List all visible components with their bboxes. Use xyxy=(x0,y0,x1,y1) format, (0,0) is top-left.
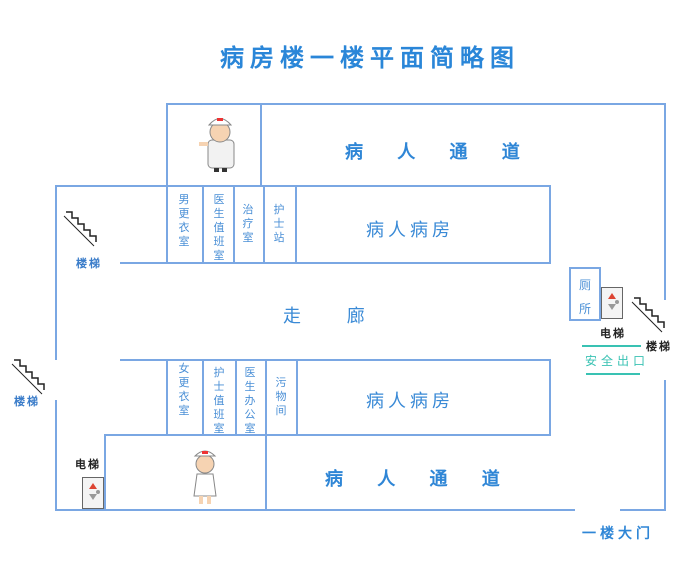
stairs-right-label: 楼梯 xyxy=(646,340,672,353)
nurse-duty-room: 护士值班室 xyxy=(213,366,225,435)
doctor-office: 医生办公室 xyxy=(244,366,256,435)
ward-top: 病人病房 xyxy=(366,220,454,241)
elevator-icon xyxy=(82,477,104,509)
patient-passage-bottom: 病 人 通 道 xyxy=(325,469,514,490)
bottom-outer-wall xyxy=(55,400,575,511)
dirty-room: 污物间 xyxy=(275,376,287,417)
stairs-icon xyxy=(11,359,45,395)
elevator-left-label: 电梯 xyxy=(75,458,101,471)
doctor-icon xyxy=(199,118,235,172)
stairs-upper-left-label: 楼梯 xyxy=(76,257,102,270)
stairs-left-label: 楼梯 xyxy=(14,395,40,408)
lower-block-wall xyxy=(104,359,551,510)
right-outer-wall xyxy=(620,380,666,511)
stairs-icon xyxy=(63,211,97,247)
toilet-label: 厕所 xyxy=(578,278,591,316)
elevator-icon xyxy=(601,287,623,319)
doctor-duty-room: 医生值班室 xyxy=(213,193,225,262)
toilet-box xyxy=(569,267,601,321)
treatment-room: 治疗室 xyxy=(242,203,254,244)
ward-bottom: 病人病房 xyxy=(366,391,454,412)
nurse-station: 护士站 xyxy=(273,203,285,244)
safety-exit-label: 安全出口 xyxy=(585,354,650,368)
page-title: 病房楼一楼平面简略图 xyxy=(220,43,520,72)
nurse-icon xyxy=(193,450,217,504)
upper-block-wall xyxy=(55,185,551,360)
patient-passage-top: 病 人 通 道 xyxy=(345,142,534,163)
male-locker-room: 男更衣室 xyxy=(178,193,190,248)
main-gate-label: 一楼大门 xyxy=(582,526,654,542)
corridor-label: 走 廊 xyxy=(283,306,385,327)
elevator-right-label: 电梯 xyxy=(600,327,626,340)
top-passage-wall xyxy=(166,103,666,300)
female-locker-room: 女更衣室 xyxy=(178,362,190,417)
stairs-icon xyxy=(631,297,665,333)
